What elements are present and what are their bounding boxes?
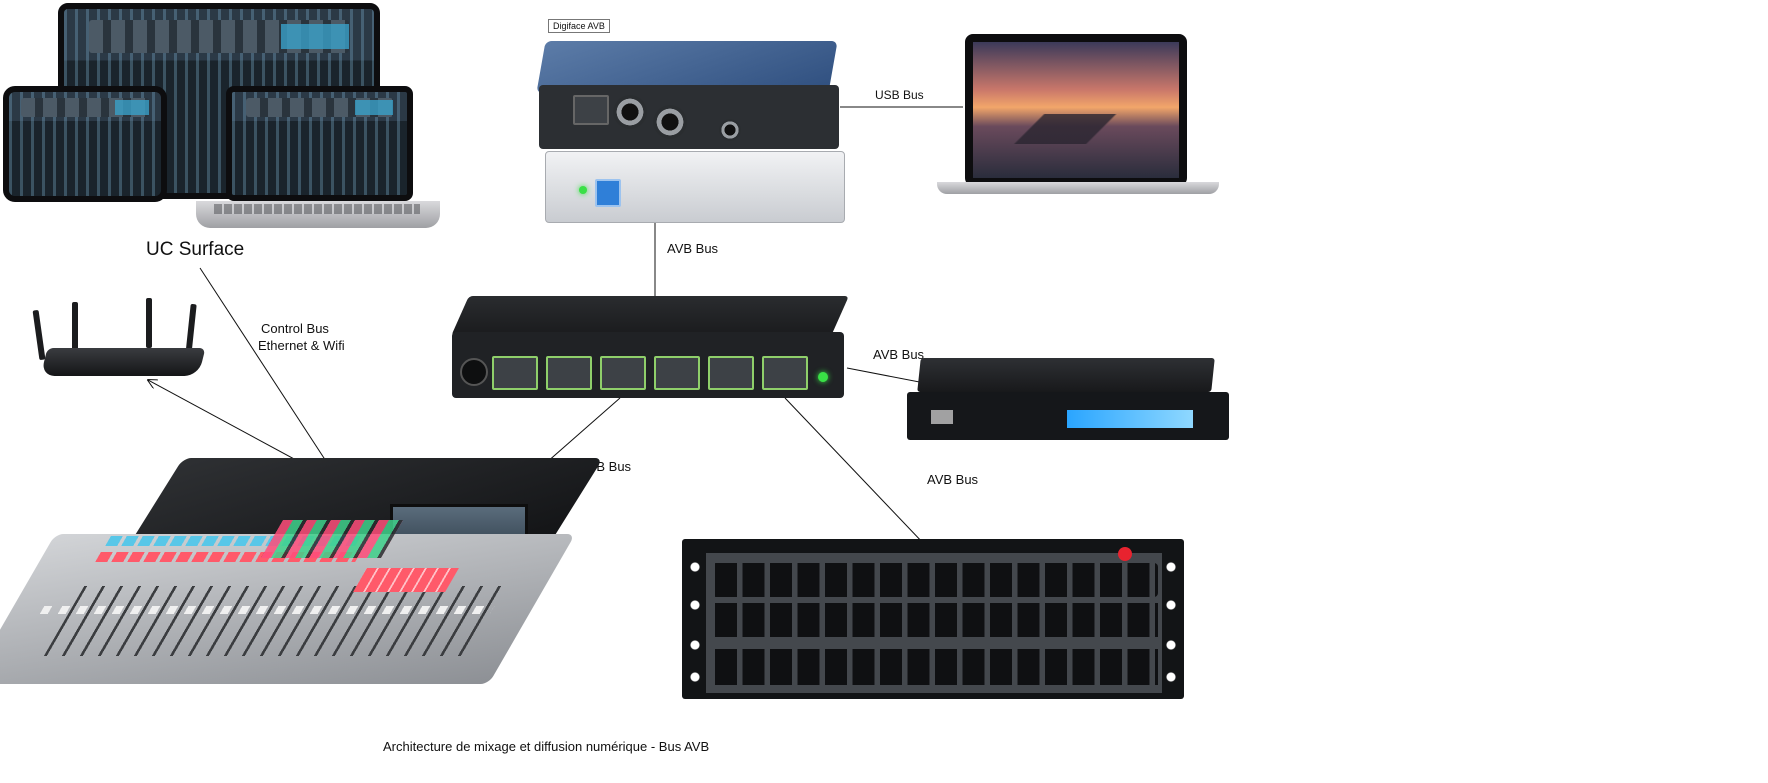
uc-surface-label: UC Surface xyxy=(146,239,245,260)
control-bus-label-line2: Ethernet & Wifi xyxy=(258,338,345,353)
control-bus-line xyxy=(199,267,338,479)
avb-bus-label-rack: AVB Bus xyxy=(873,347,925,362)
nsb-stagebox-icon xyxy=(682,539,1184,699)
rack-interface-icon xyxy=(903,358,1233,444)
wifi-router-icon xyxy=(28,298,206,382)
avb-switch-icon xyxy=(446,296,856,406)
macbook-laptop-icon xyxy=(937,30,1219,198)
usb-bus-label: USB Bus xyxy=(875,88,924,102)
control-bus-label-line1: Control Bus xyxy=(261,321,329,336)
avb-bus-line-stagebox xyxy=(784,397,926,546)
avb-bus-label-digiface: AVB Bus xyxy=(667,241,719,256)
uc-surface-devices xyxy=(0,0,440,235)
digiface-tag: Digiface AVB xyxy=(548,19,610,33)
uc-tablet xyxy=(3,86,167,202)
uc-laptop-screen xyxy=(226,86,413,201)
digiface-avb-icon xyxy=(533,35,847,223)
avb-bus-label-stagebox: AVB Bus xyxy=(927,472,979,487)
diagram-caption: Architecture de mixage et diffusion numé… xyxy=(383,739,710,754)
uc-laptop-keyboard xyxy=(214,204,420,214)
studiolive-mixer-icon xyxy=(0,456,604,686)
